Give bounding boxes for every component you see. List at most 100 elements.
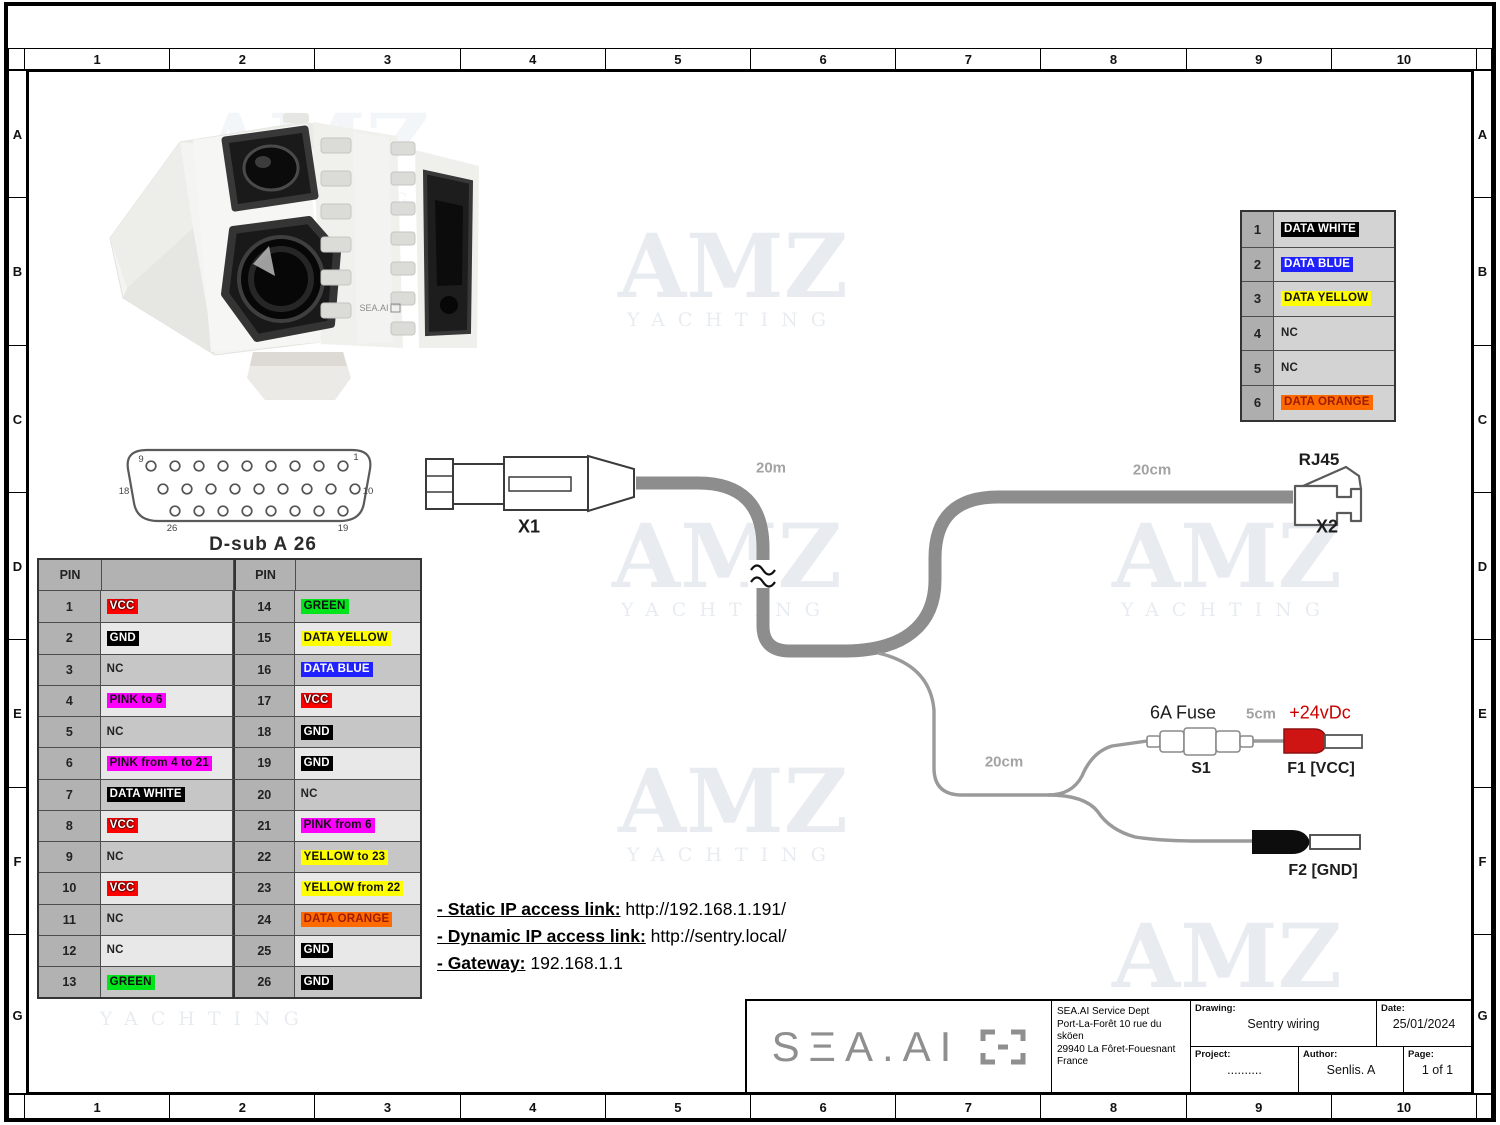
dsub-pin-hole <box>217 460 229 472</box>
static-ip-label: - Static IP access link: <box>437 899 621 919</box>
pin-number: 6 <box>39 748 101 779</box>
dsub-pin-hole <box>337 505 349 517</box>
dsub-corner-label: 1 <box>353 452 358 463</box>
grid-column-label: 4 <box>459 1095 605 1120</box>
date-cell: Date: 25/01/2024 <box>1376 1001 1471 1046</box>
rj45-pin-number: 5 <box>1242 351 1274 385</box>
watermark: AMZ YACHTING <box>612 512 842 621</box>
company-address: SEA.AI Service Dept Port-La-Forêt 10 rue… <box>1051 1001 1190 1092</box>
dsub-pin-hole <box>181 483 193 495</box>
grid-corner <box>1476 1095 1491 1120</box>
watermark-subtext: YACHTING <box>621 599 833 621</box>
dsub-pin-hole <box>265 460 277 472</box>
static-ip-value: http://192.168.1.191/ <box>620 899 786 919</box>
pin-value: GREEN <box>294 591 420 623</box>
pin-label: NC <box>106 663 124 676</box>
grid-column-label: 4 <box>459 49 605 69</box>
pin-number: 3 <box>39 654 101 685</box>
grid-column-label: 8 <box>1040 49 1185 69</box>
date-value: 25/01/2024 <box>1392 1017 1456 1031</box>
dsub-pin-hole <box>325 483 337 495</box>
pin-number: 14 <box>232 591 295 623</box>
pin-value: NC <box>294 779 420 810</box>
fuse-s1 <box>1146 727 1254 756</box>
pin-label: VCC <box>300 693 332 709</box>
grid-row-label: B <box>9 197 26 345</box>
title-block: SΞA.AI SEA.AI Service Dept Port-La-Forêt… <box>745 999 1473 1094</box>
pin-value: VCC <box>100 810 233 841</box>
camera-fin <box>390 231 416 246</box>
pin-number: 15 <box>232 623 295 654</box>
gateway-value: 192.168.1.1 <box>525 953 623 973</box>
grid-column-label: 10 <box>1330 49 1476 69</box>
dsub-pin-hole <box>277 483 289 495</box>
x2-label: X2 <box>1315 516 1339 537</box>
pin-number: 4 <box>39 685 101 716</box>
rj45-pin-number: 2 <box>1242 247 1274 282</box>
dynamic-ip-value: http://sentry.local/ <box>645 926 787 946</box>
rj45-pin-cell: NC <box>1274 351 1394 385</box>
rj45-label: RJ45 <box>1298 450 1340 469</box>
pin-label: GREEN <box>106 974 155 990</box>
grid-row-label: C <box>9 345 26 492</box>
grid-column-label: 1 <box>24 1095 169 1120</box>
camera-fin <box>390 321 416 336</box>
pin-number: 25 <box>232 935 295 966</box>
pin-value: GND <box>294 748 420 779</box>
watermark-text: AMZ <box>200 94 430 198</box>
dsub-pin-hole <box>349 483 361 495</box>
dsub-pin-hole <box>193 460 205 472</box>
pin-number: 1 <box>39 591 101 623</box>
grid-row-label: D <box>9 492 26 639</box>
pin-label: NC <box>106 725 124 738</box>
grid-column-label: 5 <box>604 49 750 69</box>
pin-value: PINK from 4 to 21 <box>100 748 233 779</box>
pin-number: 21 <box>232 810 295 841</box>
pin-number: 22 <box>232 842 295 873</box>
pin-number: 8 <box>39 810 101 841</box>
grid-row-label: D <box>1474 492 1491 639</box>
watermark: AMZ YACHTING <box>618 222 848 331</box>
x1-connector <box>425 454 635 513</box>
pin-label: GND <box>106 630 139 646</box>
project-cell: Project: .......... <box>1191 1047 1298 1092</box>
dsub-pin-hole <box>229 483 241 495</box>
rj45-pin-number: 3 <box>1242 282 1274 316</box>
author-value: Senlis. A <box>1326 1063 1376 1077</box>
date-label: Date: <box>1381 1003 1405 1014</box>
dsub-pin-hole <box>193 505 205 517</box>
watermark: AMZ YACHTING <box>618 757 848 866</box>
pin-label: PINK from 6 <box>300 818 375 834</box>
watermark-text: AMZ <box>1112 504 1342 608</box>
pin-number: 9 <box>39 842 101 873</box>
rj45-pin-number: 6 <box>1242 385 1274 420</box>
pin-value: VCC <box>100 873 233 904</box>
pin-number: 17 <box>232 685 295 716</box>
pin-number: 24 <box>232 904 295 935</box>
grid-row-label: E <box>9 639 26 787</box>
dsub-pin-hole <box>313 460 325 472</box>
pin-value: GND <box>294 935 420 966</box>
watermark-subtext: YACHTING <box>209 189 421 211</box>
grid-row-label: G <box>9 934 26 1095</box>
pin-value: GND <box>294 717 420 748</box>
dsub-pin-hole <box>169 505 181 517</box>
pin-label: VCC <box>106 599 138 615</box>
rj45-pin-number: 1 <box>1242 212 1274 247</box>
dsub-pin-hole <box>145 460 157 472</box>
grid-column-label: 6 <box>750 1095 895 1120</box>
grid-column-label: 6 <box>750 49 895 69</box>
pin-label: PINK from 4 to 21 <box>106 755 212 771</box>
pin-number: 18 <box>232 717 295 748</box>
pin-value: GND <box>100 623 233 654</box>
pin-label: NC <box>300 788 318 801</box>
page-value: 1 of 1 <box>1421 1063 1454 1077</box>
cable-length-20cm-top: 20cm <box>1132 461 1172 479</box>
